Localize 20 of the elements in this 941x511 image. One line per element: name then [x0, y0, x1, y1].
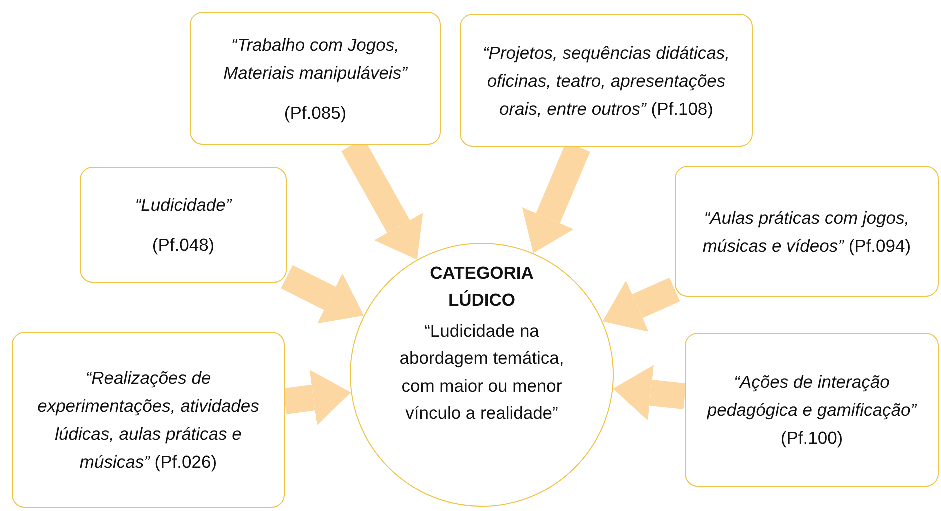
block-arrow [283, 370, 352, 426]
quote-text: “Trabalho com Jogos, Materiais manipuláveis” [222, 34, 409, 85]
reference-code: (Pf.048) [152, 234, 215, 257]
quote-box [460, 14, 753, 147]
quote-text: “Aulas práticas com jogos, músicas e vídeos” (Pf.094) [702, 206, 912, 258]
category-title: CATEGORIA LÚDICO [429, 262, 535, 312]
block-arrow [602, 278, 680, 332]
quote-box [190, 12, 441, 145]
quote-text: “Realizações de experimentações, atividades lúdicas, aulas práticas e músicas” (Pf.026) [36, 367, 260, 474]
category-description: “Ludicidade na abordagem temática, com maior ou menor vínculo a realidade” [398, 320, 566, 425]
quote-box [685, 333, 939, 487]
block-arrow [613, 365, 686, 421]
block-arrow [281, 265, 364, 324]
reference-code: (Pf.085) [284, 102, 347, 125]
quote-box [12, 332, 285, 508]
quote-box [80, 167, 287, 283]
quote-text: “Ações de interação pedagógica e gamificação” (Pf.100) [706, 371, 918, 450]
quote-text: “Ludicidade” [135, 194, 232, 217]
quote-box [675, 166, 939, 297]
quote-text: “Projetos, sequências didáticas, oficinas, teatro, apresentações orais, entre outros” (Pf.108) [482, 42, 732, 121]
